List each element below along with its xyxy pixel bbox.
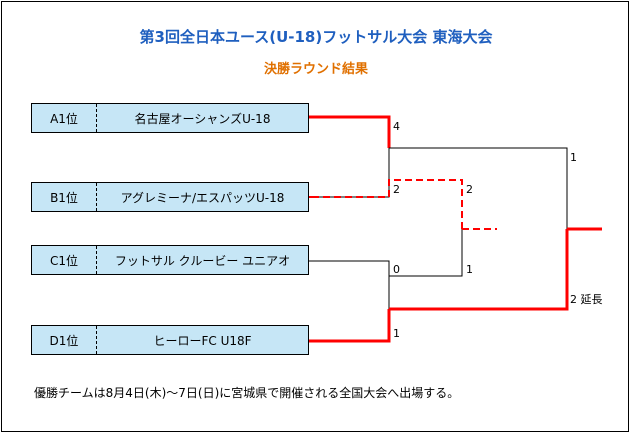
line-final-top [389, 147, 568, 229]
line-a1-winner [309, 115, 391, 148]
team-box-a1: A1位 名古屋オーシャンズU-18 [31, 103, 309, 133]
team-seed: C1位 [32, 246, 97, 274]
line-third-c1-path [389, 229, 463, 277]
team-box-c1: C1位 フットサル クルービー ユニアオ [31, 245, 309, 275]
page-subtitle: 決勝ラウンド結果 [263, 62, 368, 77]
team-box-d1: D1位 ヒーローFC U18F [31, 325, 309, 355]
score-final-bottom: 2 延長 [570, 293, 603, 306]
team-name: アグレミーナ/エスパッツU-18 [120, 190, 285, 205]
line-d1-winner [309, 309, 391, 343]
score-a1-semi: 4 [393, 120, 400, 133]
score-third-b1: 2 [466, 183, 473, 196]
score-c1-semi: 0 [393, 263, 400, 276]
line-c1-loser [309, 260, 390, 309]
score-b1-semi: 2 [393, 183, 400, 196]
line-final-bottom [389, 229, 569, 311]
page-title: 第3回全日本ユース(U-18)フットサル大会 東海大会 [139, 28, 493, 46]
team-name: ヒーローFC U18F [153, 333, 252, 348]
team-name: フットサル クルービー ユニアオ [114, 253, 291, 268]
score-final-top: 1 [570, 151, 577, 164]
line-b1-loser [309, 148, 390, 198]
footnote: 優勝チームは8月4日(木)～7日(日)に宮城県で開催される全国大会へ出場する。 [34, 386, 460, 400]
team-seed: D1位 [32, 326, 97, 354]
team-seed: A1位 [32, 104, 97, 132]
team-box-b1: B1位 アグレミーナ/エスパッツU-18 [31, 182, 309, 212]
score-d1-semi: 1 [393, 327, 400, 340]
score-third-c1: 1 [466, 263, 473, 276]
team-name: 名古屋オーシャンズU-18 [134, 111, 271, 126]
line-third-b1-path [312, 179, 463, 229]
team-seed: B1位 [32, 183, 97, 211]
